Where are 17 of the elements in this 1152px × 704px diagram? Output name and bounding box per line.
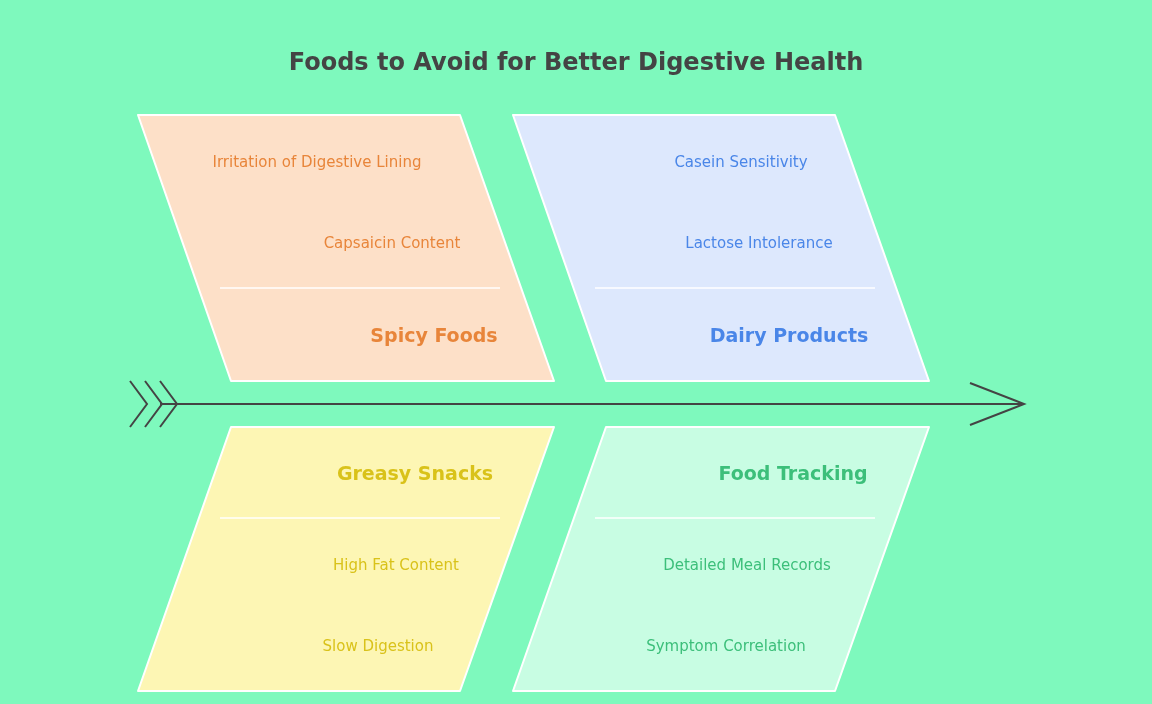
category-heading: Dairy Products xyxy=(709,324,869,346)
cause-label: Symptom Correlation xyxy=(646,637,806,655)
cause-label: Irritation of Digestive Lining xyxy=(212,153,422,171)
cause-label: Detailed Meal Records xyxy=(663,556,831,574)
category-parallelogram xyxy=(137,114,555,382)
category-parallelogram xyxy=(512,114,930,382)
category-heading: Greasy Snacks xyxy=(336,462,494,484)
cause-label: Casein Sensitivity xyxy=(674,153,808,171)
cause-label: Slow Digestion xyxy=(322,637,434,655)
category-parallelogram xyxy=(512,426,930,692)
category-heading: Spicy Foods xyxy=(370,324,498,346)
cause-label: Capsaicin Content xyxy=(323,234,461,252)
cause-label: High Fat Content xyxy=(333,556,459,574)
diagram-title: Foods to Avoid for Better Digestive Health xyxy=(287,48,865,76)
category-heading: Food Tracking xyxy=(718,462,868,484)
cause-label: Lactose Intolerance xyxy=(685,234,833,252)
category-parallelogram xyxy=(137,426,555,692)
